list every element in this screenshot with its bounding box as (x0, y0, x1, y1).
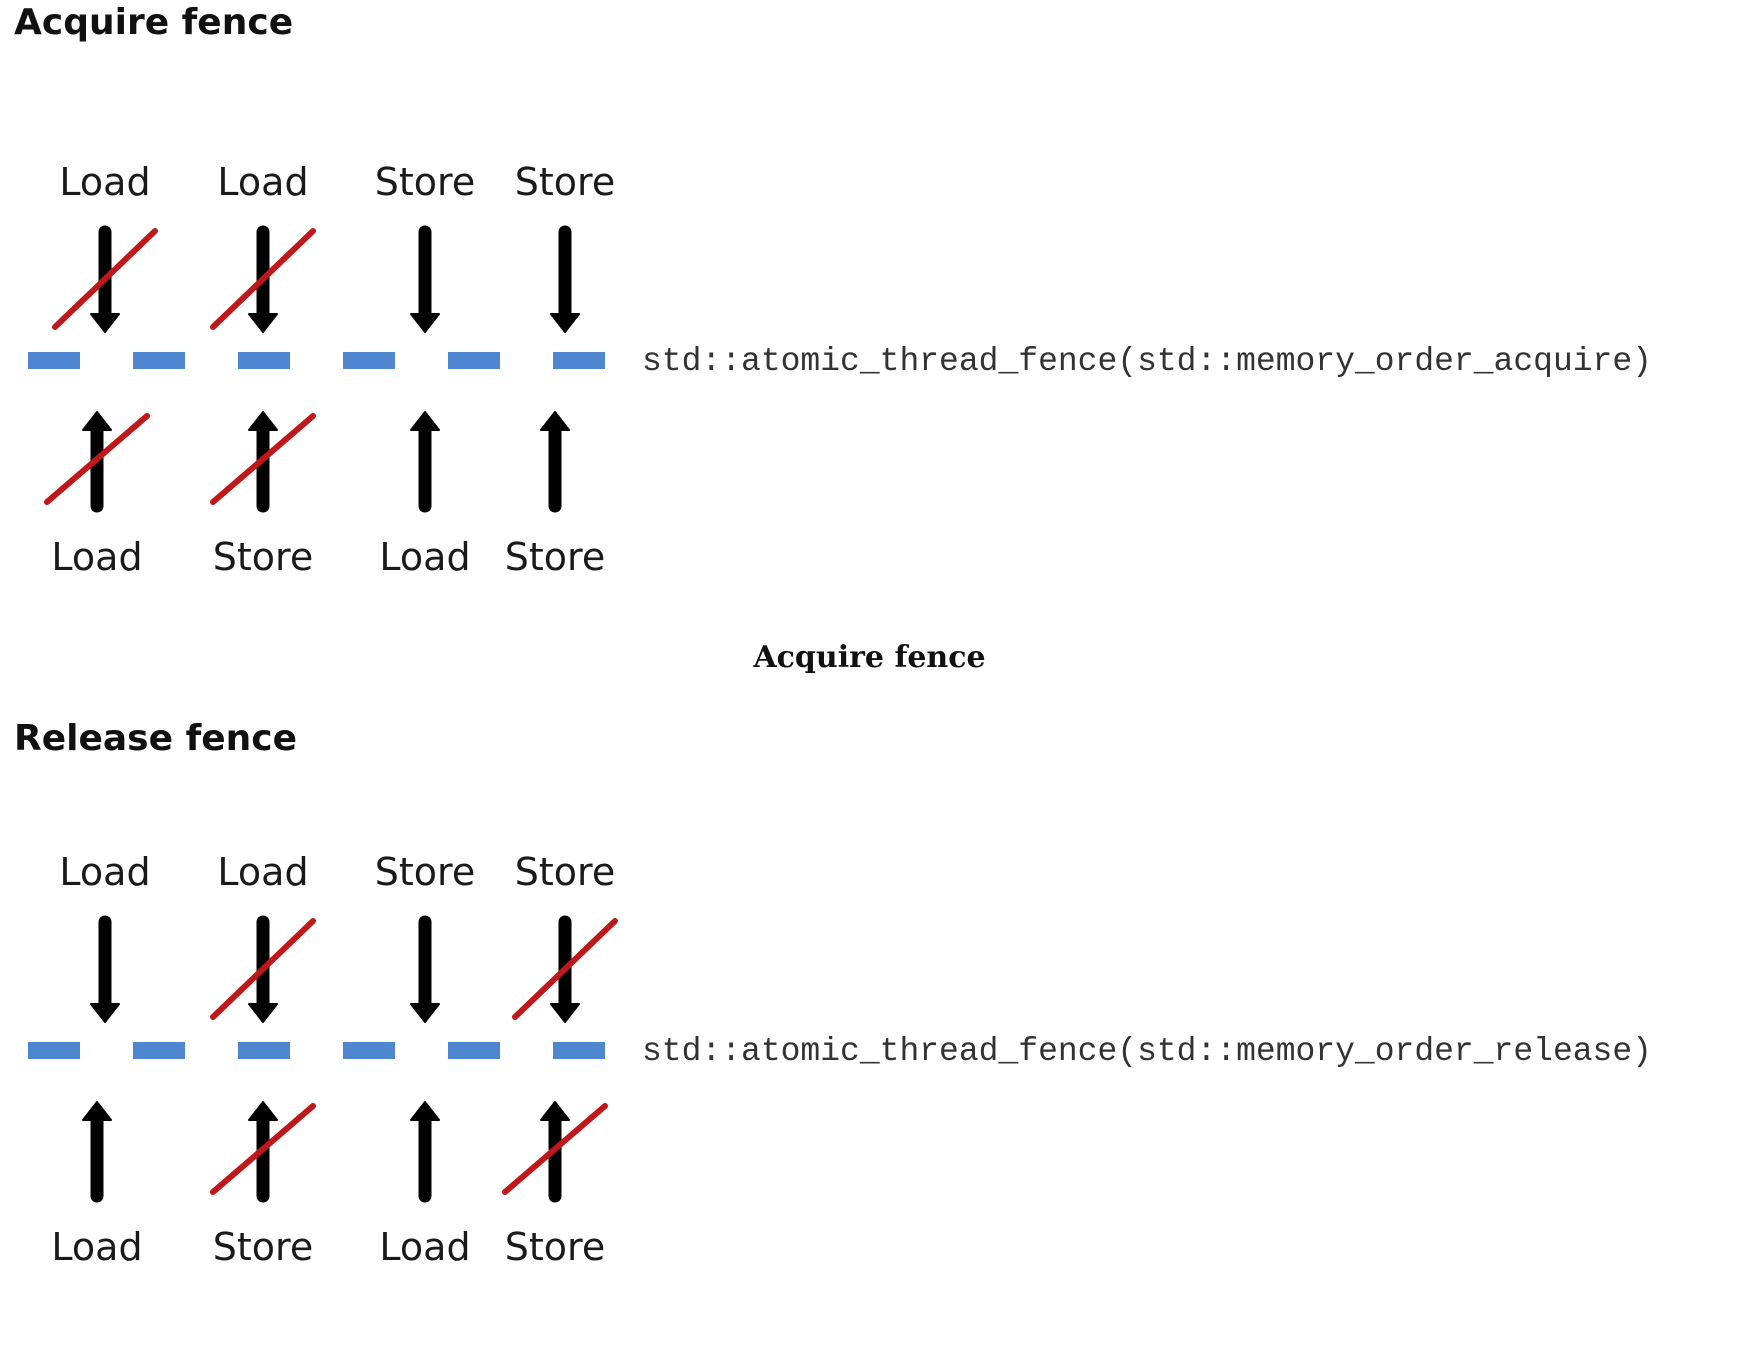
bottom-arrow-strike-4 (502, 1103, 608, 1195)
release-fence-code: std::atomic_thread_fence(std::memory_ord… (642, 1033, 1652, 1070)
top-op-label-3: Store (375, 160, 475, 204)
fence-dash-4 (343, 1042, 395, 1059)
fence-dash-6 (553, 1042, 605, 1059)
top-arrow-strike-4 (512, 918, 618, 1020)
bottom-op-label-2: Store (213, 1225, 313, 1269)
figure-caption: Acquire fence (753, 640, 986, 675)
bottom-arrow-strike-1 (44, 413, 150, 505)
fence-dash-2 (133, 352, 185, 369)
bottom-op-label-3: Load (379, 1225, 470, 1269)
top-op-label-2: Load (217, 850, 308, 894)
bottom-arrow-up-3 (410, 1101, 440, 1203)
top-arrow-down-1 (90, 915, 120, 1023)
bottom-op-label-4: Store (505, 1225, 605, 1269)
top-op-label-4: Store (515, 160, 615, 204)
fence-dash-4 (343, 352, 395, 369)
bottom-arrow-up-1 (82, 411, 112, 513)
bottom-arrow-up-4 (540, 1101, 570, 1203)
bottom-op-label-4: Store (505, 535, 605, 579)
top-op-label-3: Store (375, 850, 475, 894)
fence-dash-1 (28, 1042, 80, 1059)
top-arrow-strike-2 (210, 918, 316, 1020)
top-arrow-down-3 (410, 225, 440, 333)
bottom-arrow-up-4 (540, 411, 570, 513)
top-arrow-strike-1 (52, 228, 158, 330)
fence-dash-6 (553, 352, 605, 369)
bottom-arrow-up-1 (82, 1101, 112, 1203)
fence-dash-3 (238, 1042, 290, 1059)
fence-dash-5 (448, 352, 500, 369)
fence-dash-5 (448, 1042, 500, 1059)
bottom-op-label-1: Load (51, 535, 142, 579)
acquire-fence-heading: Acquire fence (14, 2, 294, 43)
fence-dash-1 (28, 352, 80, 369)
top-arrow-down-3 (410, 915, 440, 1023)
top-arrow-down-4 (550, 225, 580, 333)
top-op-label-4: Store (515, 850, 615, 894)
release-fence-heading: Release fence (14, 718, 298, 759)
bottom-op-label-1: Load (51, 1225, 142, 1269)
bottom-op-label-2: Store (213, 535, 313, 579)
bottom-arrow-up-2 (248, 411, 278, 513)
top-op-label-1: Load (59, 160, 150, 204)
top-op-label-2: Load (217, 160, 308, 204)
acquire-fence-code: std::atomic_thread_fence(std::memory_ord… (642, 343, 1652, 380)
bottom-arrow-up-2 (248, 1101, 278, 1203)
bottom-arrow-strike-2 (210, 1103, 316, 1195)
fence-dash-2 (133, 1042, 185, 1059)
fence-dash-3 (238, 352, 290, 369)
bottom-op-label-3: Load (379, 535, 470, 579)
bottom-arrow-up-3 (410, 411, 440, 513)
top-arrow-strike-2 (210, 228, 316, 330)
top-op-label-1: Load (59, 850, 150, 894)
bottom-arrow-strike-2 (210, 413, 316, 505)
